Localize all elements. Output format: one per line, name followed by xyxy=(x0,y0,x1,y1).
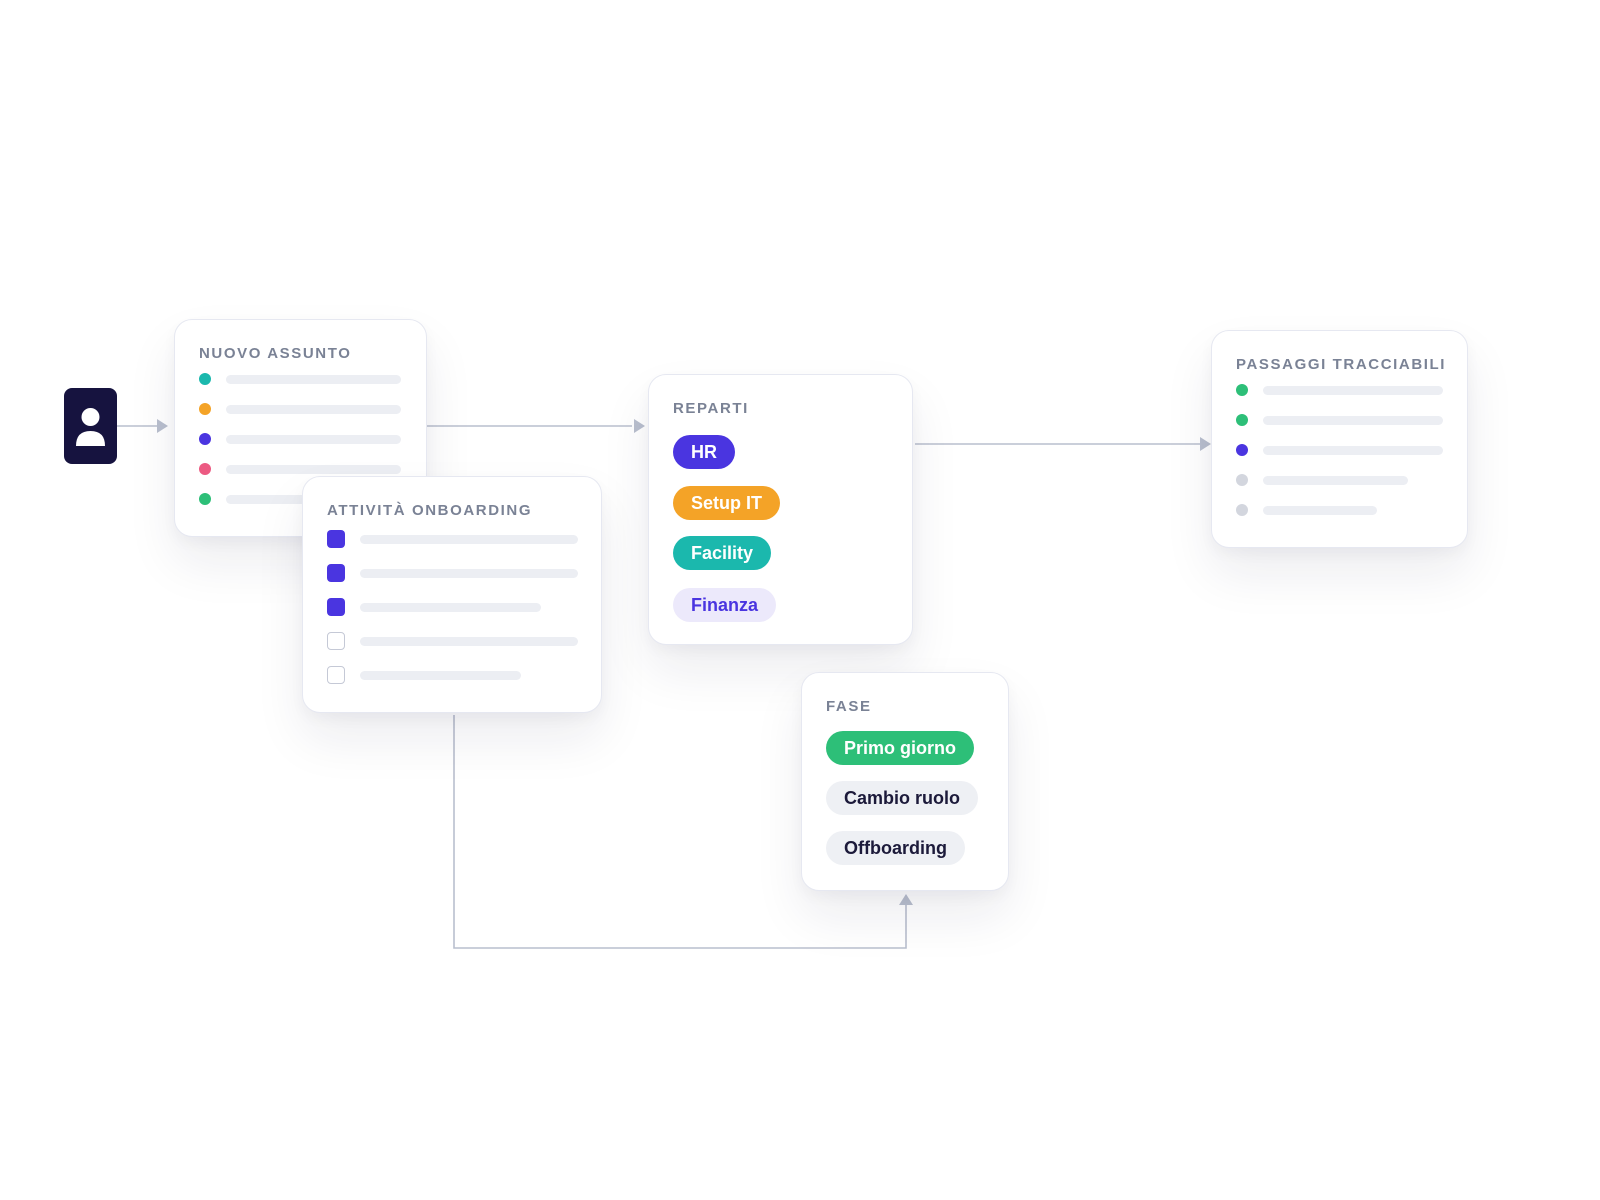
status-dot-green xyxy=(1236,384,1248,396)
status-dot-purple xyxy=(1236,444,1248,456)
placeholder-bar xyxy=(360,671,521,680)
card-title: ATTIVITÀ ONBOARDING xyxy=(327,502,533,519)
placeholder-bar xyxy=(360,603,541,612)
placeholder-bar xyxy=(1263,446,1443,455)
chip-setup-it[interactable]: Setup IT xyxy=(673,486,780,520)
connector-onboarding-to-fase xyxy=(453,715,907,949)
list-item xyxy=(199,462,402,476)
placeholder-bar xyxy=(1263,386,1443,395)
placeholder-bar xyxy=(1263,416,1443,425)
list-item xyxy=(1236,503,1443,517)
task-row xyxy=(327,632,578,650)
task-row xyxy=(327,666,577,684)
list-item xyxy=(199,432,402,446)
new-hire-avatar xyxy=(64,388,117,464)
list-item xyxy=(1236,383,1443,397)
list-item xyxy=(1236,413,1443,427)
card-attivita-onboarding: ATTIVITÀ ONBOARDING xyxy=(302,476,602,713)
status-dot-orange xyxy=(199,403,211,415)
placeholder-bar xyxy=(226,405,401,414)
status-dot-purple xyxy=(199,433,211,445)
person-icon xyxy=(76,408,105,446)
arrowhead-to-passaggi xyxy=(1200,437,1211,451)
list-item xyxy=(1236,473,1443,487)
checkbox-checked[interactable] xyxy=(327,530,345,548)
card-passaggi-tracciabili: PASSAGGI TRACCIABILI xyxy=(1211,330,1468,548)
chip-primo-giorno[interactable]: Primo giorno xyxy=(826,731,974,765)
chip-cambio-ruolo[interactable]: Cambio ruolo xyxy=(826,781,978,815)
card-title: REPARTI xyxy=(673,400,749,417)
card-title: FASE xyxy=(826,698,872,715)
status-dot-grey xyxy=(1236,504,1248,516)
chip-facility[interactable]: Facility xyxy=(673,536,772,570)
chip-offboarding[interactable]: Offboarding xyxy=(826,831,965,865)
status-dot-green xyxy=(1236,414,1248,426)
checkbox-unchecked[interactable] xyxy=(327,632,345,650)
placeholder-bar xyxy=(360,535,578,544)
status-dot-pink xyxy=(199,463,211,475)
status-dot-green xyxy=(199,493,211,505)
card-title: NUOVO ASSUNTO xyxy=(199,345,352,362)
placeholder-bar xyxy=(226,375,401,384)
task-row xyxy=(327,564,578,582)
placeholder-bar xyxy=(1263,476,1408,485)
placeholder-bar xyxy=(360,637,578,646)
status-dot-teal xyxy=(199,373,211,385)
checkbox-unchecked[interactable] xyxy=(327,666,345,684)
card-nuovo-assunto: NUOVO ASSUNTO xyxy=(174,319,427,537)
card-title: PASSAGGI TRACCIABILI xyxy=(1236,356,1447,373)
placeholder-bar xyxy=(1263,506,1377,515)
checkbox-checked[interactable] xyxy=(327,598,345,616)
placeholder-bar xyxy=(226,435,401,444)
arrowhead-to-reparti xyxy=(634,419,645,433)
arrowhead-to-fase xyxy=(899,894,913,905)
task-row xyxy=(327,530,578,548)
checkbox-checked[interactable] xyxy=(327,564,345,582)
task-row xyxy=(327,598,577,616)
list-item xyxy=(199,402,402,416)
list-item xyxy=(1236,443,1443,457)
chip-hr[interactable]: HR xyxy=(673,435,735,469)
status-dot-grey xyxy=(1236,474,1248,486)
list-item xyxy=(199,372,402,386)
arrowhead-to-nuovo-assunto xyxy=(157,419,168,433)
placeholder-bar xyxy=(226,465,401,474)
chip-finanza[interactable]: Finanza xyxy=(673,588,777,622)
placeholder-bar xyxy=(360,569,578,578)
